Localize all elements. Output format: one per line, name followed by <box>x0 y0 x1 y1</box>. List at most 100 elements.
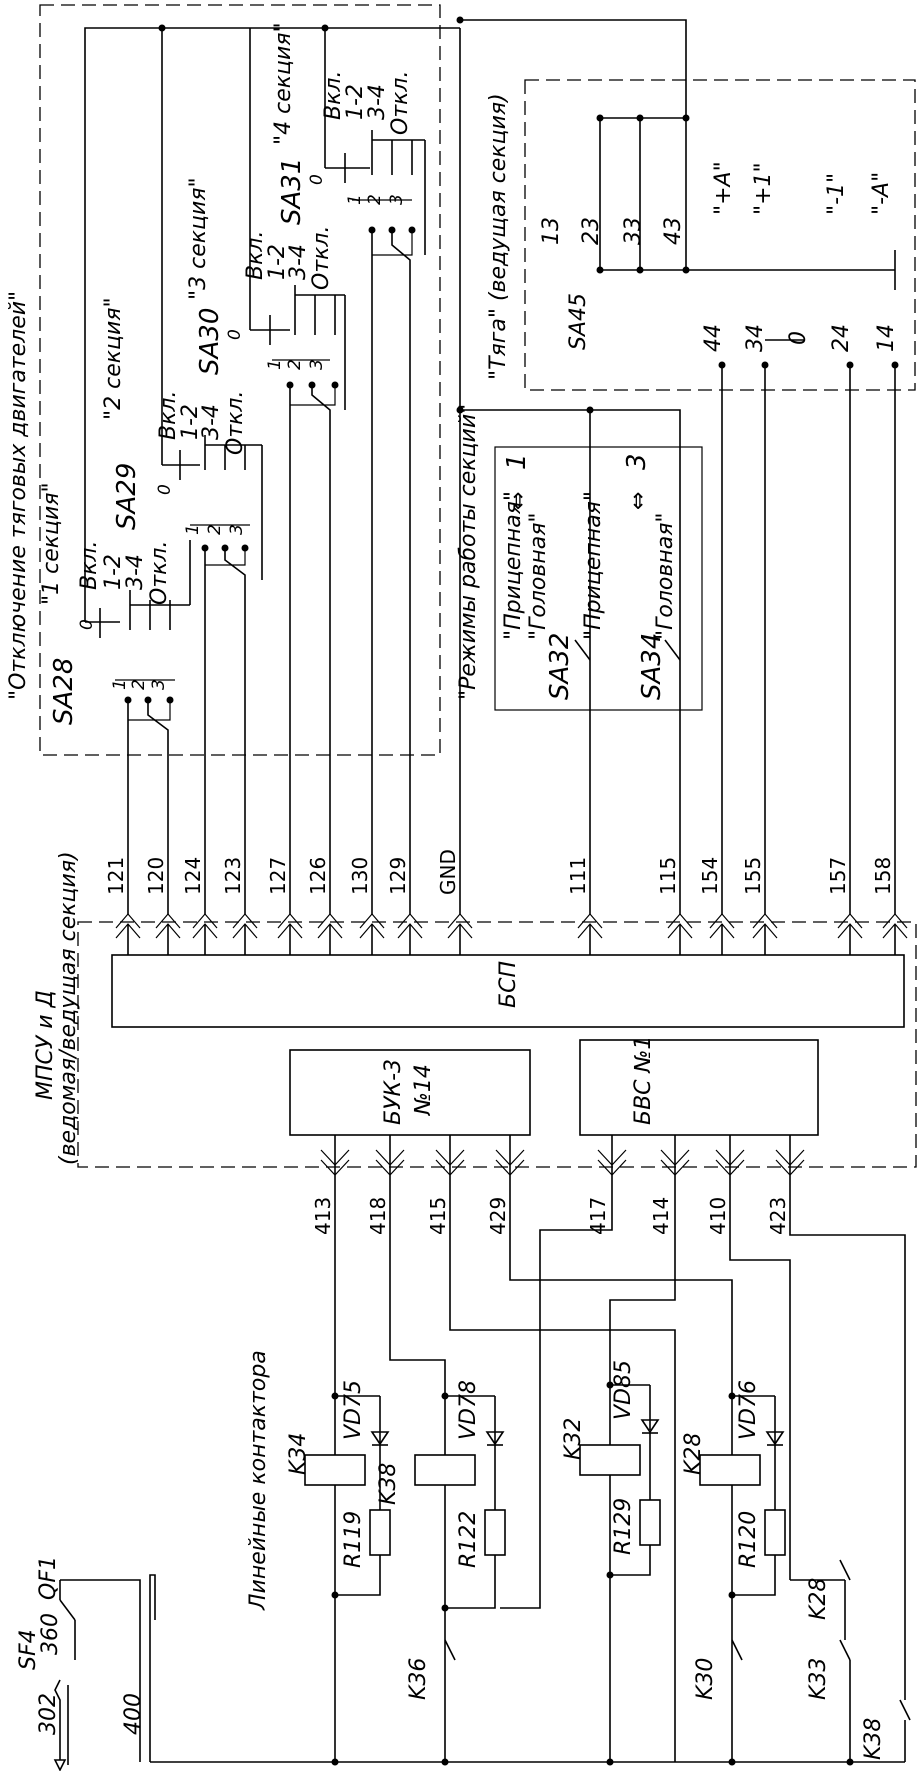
svg-text:Откл.: Откл. <box>309 226 334 290</box>
top-connectors <box>115 913 908 939</box>
wire-129: 129 <box>386 857 410 895</box>
svg-text:43: 43 <box>661 217 686 245</box>
svg-text:0: 0 <box>307 174 327 185</box>
switch-sa31: SA31 "4 секция" 0 Вкл. 1-2 3-4 Откл. 1 2… <box>271 22 426 756</box>
svg-text:1: 1 <box>110 679 130 690</box>
svg-text:R122: R122 <box>456 1511 481 1568</box>
buk-line1: БУК-3 <box>381 1059 406 1125</box>
sa34-pos-b: "Головная" <box>653 512 678 640</box>
svg-text:360: 360 <box>38 1613 63 1655</box>
top-wire-labels: 121 120 124 123 127 126 130 129 GND 111 … <box>104 849 895 895</box>
sa32-name: SA32 <box>545 633 575 700</box>
buk-line2: №14 <box>411 1064 436 1116</box>
sa28-pos-off: Откл. <box>147 541 172 605</box>
wire-130: 130 <box>348 857 372 895</box>
sa32-pos-a: "Прицепная" <box>501 491 526 640</box>
bvs-block <box>579 1039 819 1136</box>
traction-group <box>524 79 916 391</box>
sa32-num: 1 <box>502 453 532 470</box>
sa31-section: "4 секция" <box>271 22 296 145</box>
sa29-section: "2 секция" <box>101 297 126 420</box>
wire-120: 120 <box>144 857 168 895</box>
svg-text:13: 13 <box>539 217 564 245</box>
svg-text:2: 2 <box>129 679 149 690</box>
line-contactors-label: Линейные контактора <box>246 1350 271 1611</box>
sa34-pos-a: "Прицепная" <box>581 491 606 640</box>
mpsu-group <box>77 921 917 1168</box>
svg-text:VD78: VD78 <box>456 1380 481 1440</box>
breakers: SF4 302 360 QF1 400 <box>16 1556 146 1771</box>
sa28-pos0: 0 <box>77 619 97 630</box>
svg-text:0: 0 <box>225 329 245 340</box>
svg-text:K33: K33 <box>806 1658 831 1700</box>
sa31-name: SA31 <box>277 158 307 225</box>
svg-text:K34: K34 <box>286 1433 311 1475</box>
wire-158: 158 <box>871 857 895 895</box>
mpsu-label-line1: МПСУ и Д <box>33 990 58 1100</box>
traction-name: SA45 <box>566 293 591 350</box>
svg-text:R120: R120 <box>736 1511 761 1568</box>
mpsu-label-line2: (ведомая/ведущая секция) <box>56 851 81 1165</box>
svg-text:K36: K36 <box>406 1658 431 1700</box>
svg-text:3-4: 3-4 <box>199 404 224 440</box>
svg-text:K28: K28 <box>681 1433 706 1475</box>
svg-text:1-2: 1-2 <box>343 84 368 120</box>
svg-text:K28: K28 <box>806 1578 831 1620</box>
bottom-circuit <box>60 1175 906 1763</box>
sa28-pos12: 1-2 <box>101 554 126 590</box>
svg-text:3-4: 3-4 <box>365 84 390 120</box>
svg-text:K38: K38 <box>376 1463 401 1505</box>
wire-415: 415 <box>426 1197 450 1235</box>
wire-127: 127 <box>266 857 290 895</box>
sa32-arrow-icon: ⇔ <box>506 492 531 510</box>
buk-block <box>289 1049 531 1136</box>
wire-414: 414 <box>649 1197 673 1235</box>
wire-124: 124 <box>181 857 205 895</box>
svg-text:Вкл.: Вкл. <box>156 391 181 440</box>
svg-text:14: 14 <box>874 324 899 352</box>
svg-text:QF1: QF1 <box>36 1556 61 1600</box>
svg-text:K38: K38 <box>861 1718 886 1760</box>
svg-text:Вкл.: Вкл. <box>243 231 268 280</box>
svg-text:R119: R119 <box>341 1511 366 1568</box>
contacts: K36 K30 K33 K38 K28 <box>406 1559 911 1762</box>
svg-text:0: 0 <box>155 484 175 495</box>
coil-k34-group: K34 VD75 K38 R119 <box>286 1380 401 1599</box>
svg-text:24: 24 <box>829 324 854 352</box>
svg-text:1-2: 1-2 <box>178 404 203 440</box>
svg-text:3: 3 <box>227 524 247 535</box>
svg-text:"-1": "-1" <box>824 173 849 215</box>
bottom-wire-labels: 413 418 415 429 417 414 410 423 <box>311 1197 790 1235</box>
svg-text:VD85: VD85 <box>611 1360 636 1420</box>
svg-text:SF4: SF4 <box>16 1629 41 1670</box>
svg-text:Откл.: Откл. <box>388 71 413 135</box>
svg-text:2: 2 <box>205 524 225 535</box>
svg-text:302: 302 <box>36 1693 61 1735</box>
sa32-pos-b: "Головная" <box>526 512 551 640</box>
sa34-name: SA34 <box>637 633 667 700</box>
wire-111: 111 <box>566 857 590 895</box>
sa30-section: "3 секция" <box>186 177 211 300</box>
svg-text:R129: R129 <box>611 1498 636 1555</box>
wire-418: 418 <box>366 1197 390 1235</box>
svg-text:0: 0 <box>786 331 811 345</box>
svg-text:1-2: 1-2 <box>265 244 290 280</box>
switch-sa30: SA30 "3 секция" 0 Вкл. 1-2 3-4 Откл. 1 2… <box>186 177 346 756</box>
sa34-arrow-icon: ⇔ <box>626 492 651 510</box>
svg-text:2: 2 <box>285 359 305 370</box>
svg-text:3-4: 3-4 <box>286 244 311 280</box>
wire-126: 126 <box>306 857 330 895</box>
svg-text:VD76: VD76 <box>736 1380 761 1440</box>
wire-121: 121 <box>104 857 128 895</box>
sa30-name: SA30 <box>195 308 225 375</box>
bsp-label: БСП <box>496 961 521 1008</box>
sa29-name: SA29 <box>112 463 142 530</box>
wire-423: 423 <box>766 1197 790 1235</box>
bottom-connectors <box>320 1135 805 1176</box>
sa28-name: SA28 <box>49 658 79 725</box>
bus-dots <box>331 1758 854 1766</box>
wire-410: 410 <box>706 1197 730 1235</box>
wire-115: 115 <box>656 857 680 895</box>
switch-sa29: SA29 "2 секция" 0 Вкл. 1-2 3-4 Откл. 1 2… <box>101 297 263 756</box>
